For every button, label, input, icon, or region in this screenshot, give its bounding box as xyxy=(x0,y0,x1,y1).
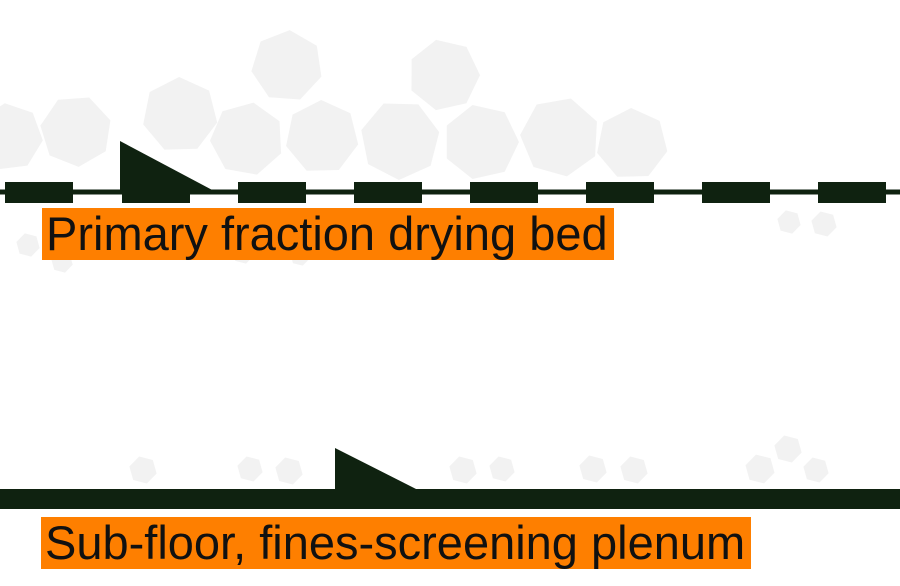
fines-particle xyxy=(16,233,40,257)
bed-segment xyxy=(586,182,654,203)
fines-particle xyxy=(803,457,829,483)
fines-particle xyxy=(620,456,648,484)
aggregate-stone xyxy=(597,108,668,177)
aggregate-stone xyxy=(520,98,597,177)
aggregate-stones xyxy=(0,30,668,180)
flow-direction-icon xyxy=(335,448,420,491)
fines-particle xyxy=(774,435,802,463)
bed-segment xyxy=(702,182,770,203)
primary-drying-bed-line xyxy=(0,141,900,203)
aggregate-stone xyxy=(251,30,322,100)
aggregate-stone xyxy=(0,103,43,169)
bed-segment xyxy=(238,182,306,203)
aggregate-stone xyxy=(210,102,282,175)
fines-particle xyxy=(237,456,263,482)
bed-segment xyxy=(470,182,538,203)
subfloor-plenum-line xyxy=(0,448,900,509)
aggregate-stone xyxy=(286,100,359,171)
bed-segment xyxy=(5,182,73,203)
fines-particle xyxy=(777,210,801,234)
fines-particle xyxy=(129,456,157,484)
primary-drying-bed-label: Primary fraction drying bed xyxy=(42,208,614,260)
fines-particle xyxy=(579,455,607,483)
flow-direction-icon xyxy=(120,141,216,192)
subfloor-plenum-label: Sub-floor, fines-screening plenum xyxy=(41,517,752,569)
fines-particle xyxy=(745,454,775,484)
bed-segment xyxy=(818,182,886,203)
aggregate-stone xyxy=(361,103,440,180)
fines-particle xyxy=(811,211,837,237)
fines-particle xyxy=(275,457,303,485)
fines-particle xyxy=(489,456,515,482)
fines-particle xyxy=(449,456,477,484)
aggregate-stone xyxy=(40,97,111,167)
bed-segment xyxy=(354,182,422,203)
plenum-floor-bar xyxy=(0,489,900,509)
aggregate-stone xyxy=(446,105,519,179)
aggregate-stone xyxy=(411,39,480,111)
aggregate-stone xyxy=(143,77,218,150)
